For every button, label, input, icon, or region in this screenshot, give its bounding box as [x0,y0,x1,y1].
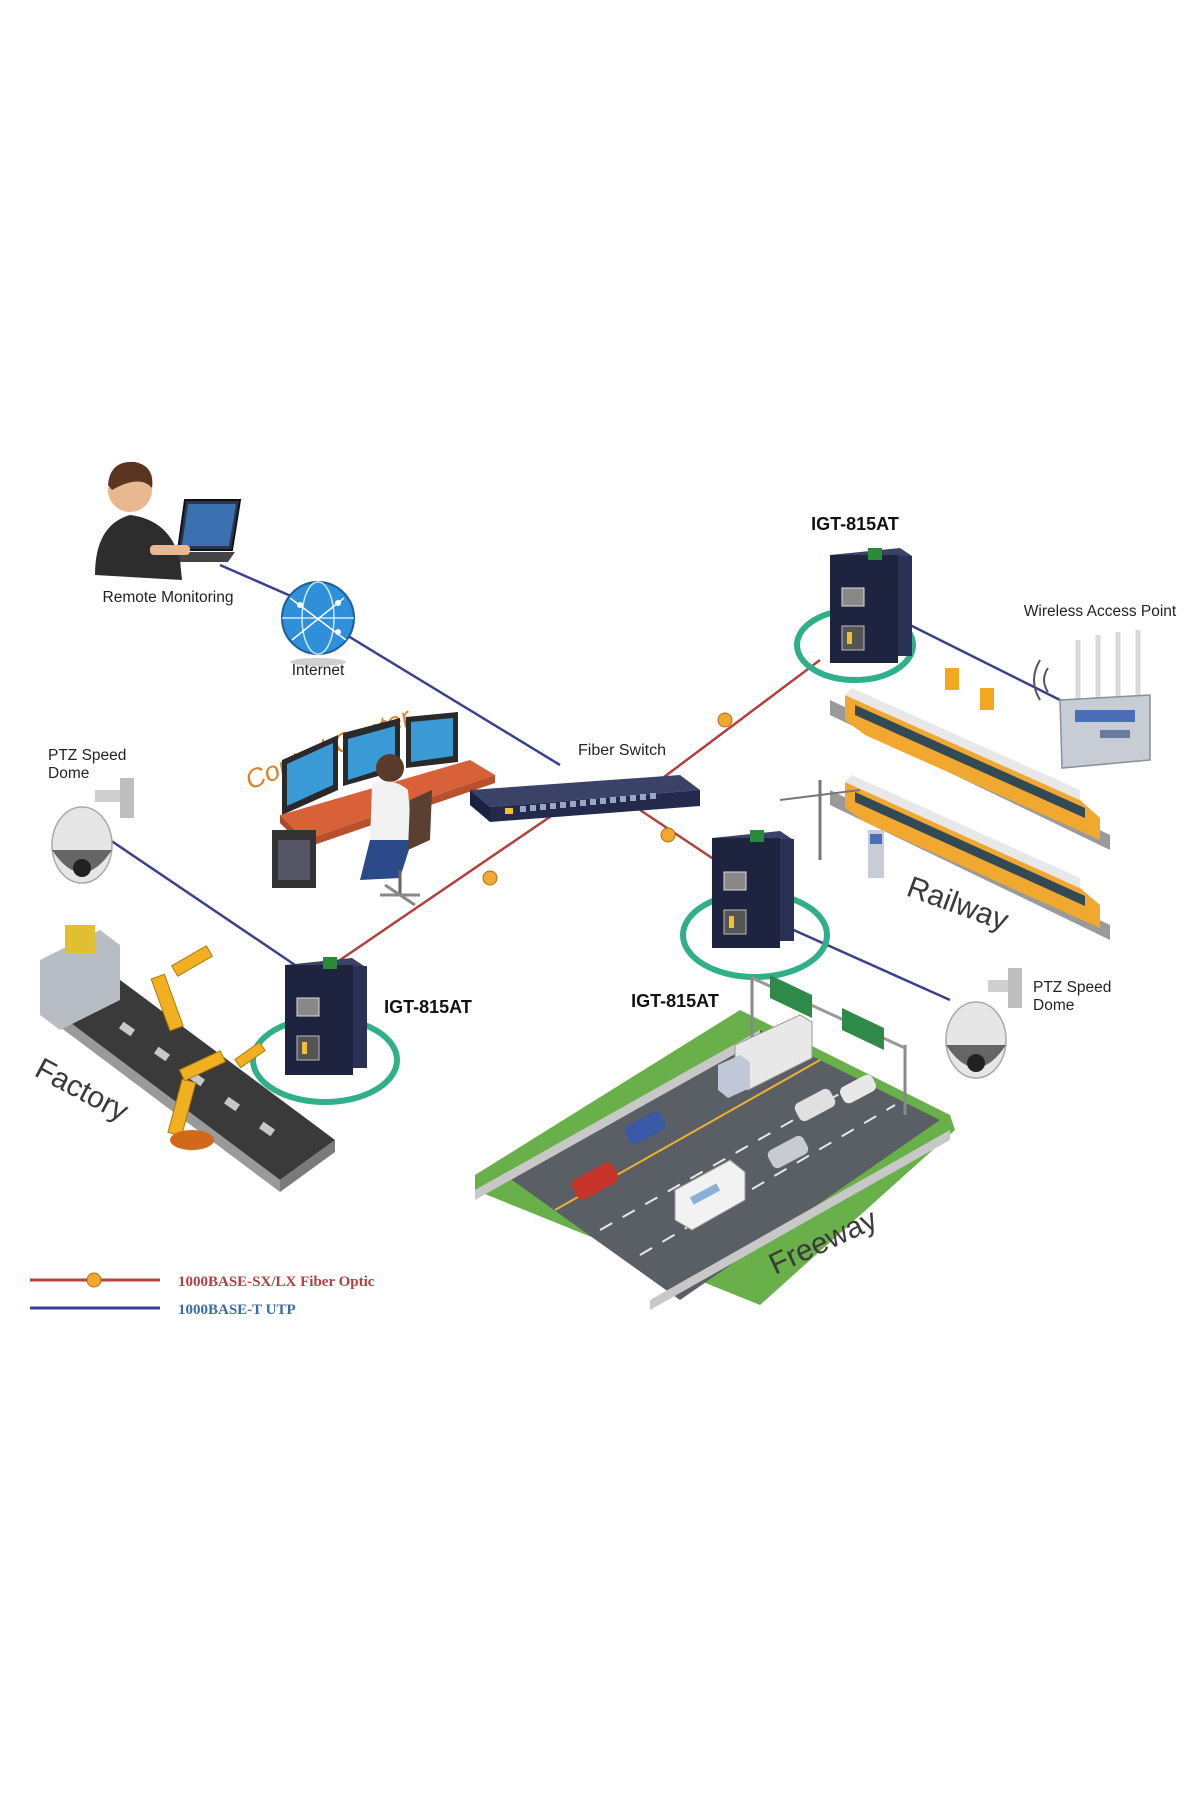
car-red [571,1162,619,1200]
car-grey [767,1135,809,1169]
utp-igt-top-to-ap [899,618,1061,702]
factory-conveyor [40,925,335,1192]
label-igt-mid: IGT-815AT [631,991,719,1011]
label-fiber-switch: Fiber Switch [578,742,666,759]
igt-815at-left-device [250,957,400,1105]
utp-internet-to-switch [329,623,561,767]
camper-van [674,1159,746,1231]
connections [109,563,1061,1002]
utp-remote-to-internet [219,563,301,602]
legend: 1000BASE-SX/LX Fiber Optic 1000BASE-T UT… [30,1272,375,1318]
control-center-desk [272,712,495,907]
utp-ptz-left-to-igt [109,838,296,967]
fiber-marker [660,827,676,843]
truck [718,1014,813,1098]
legend-label-utp: 1000BASE-T UTP [178,1302,296,1318]
fiber-marker [482,870,498,886]
ptz-camera-right-icon [945,968,1022,1079]
label-igt-top: IGT-815AT [811,514,899,534]
car-blue [624,1111,666,1145]
label-wireless-ap: Wireless Access Point [1024,603,1177,620]
car-white-1 [794,1088,836,1122]
car-white-2 [839,1074,877,1104]
fiber-switch-to-igt-top [659,659,821,781]
label-ptz-right-line2: Dome [1033,997,1074,1014]
label-remote-monitoring: Remote Monitoring [103,589,234,606]
label-ptz-right-line1: PTZ Speed [1033,979,1111,996]
label-ptz-left-line2: Dome [48,765,89,782]
legend-item-utp: 1000BASE-T UTP [30,1302,296,1318]
fiber-switch-to-igt-mid [639,808,716,862]
igt-815at-mid-device [680,830,830,980]
wireless-access-point-icon [1033,630,1151,769]
fiber-switch-to-igt-left [339,808,561,962]
ptz-camera-left-icon [51,778,134,884]
freeway-road [475,975,955,1310]
igt-815at-top-device [794,548,916,683]
label-internet: Internet [292,662,345,679]
fiber-marker [717,712,733,728]
label-ptz-left-line1: PTZ Speed [48,747,126,764]
internet-globe-icon [281,581,355,666]
legend-label-fiber: 1000BASE-SX/LX Fiber Optic [178,1274,375,1290]
fiber-switch-device [470,775,700,822]
legend-item-fiber: 1000BASE-SX/LX Fiber Optic [30,1272,375,1290]
remote-monitoring-operator [95,461,242,580]
label-igt-left: IGT-815AT [384,997,472,1017]
railway-trains [779,668,1110,940]
